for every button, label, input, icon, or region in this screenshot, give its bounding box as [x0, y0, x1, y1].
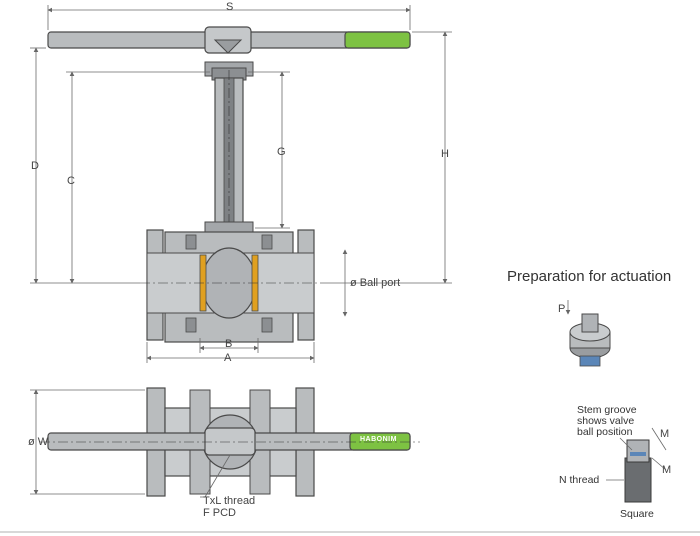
top-handle-grip: [349, 432, 411, 451]
square-stem-detail: [606, 427, 667, 503]
handle-brand: HABONIM: [360, 436, 397, 443]
pcd-label: F PCD: [203, 507, 236, 519]
ball-port-label: ø Ball port: [350, 277, 401, 289]
dim-B-label: B: [225, 338, 233, 350]
dim-A-label: A: [224, 352, 232, 364]
dim-D-label: D: [31, 160, 39, 172]
stem-groove-line3: ball position: [577, 426, 633, 438]
ball: [201, 247, 257, 319]
n-thread-label: N thread: [559, 474, 600, 486]
dim-G-label: G: [277, 146, 286, 158]
stem-groove-line2: shows valve: [577, 415, 635, 427]
actuation-stem-detail: [565, 300, 611, 367]
front-view: [47, 26, 411, 343]
dim-W-label: ø W: [28, 436, 49, 448]
dim-S-label: S: [226, 1, 234, 13]
stem-groove-line1: Stem groove: [577, 404, 637, 416]
top-view: [40, 387, 420, 497]
handle-grip: [344, 31, 411, 49]
dim-H-label: H: [441, 148, 449, 160]
dim-C-label: C: [67, 175, 75, 187]
dim-M2-label: M: [662, 464, 672, 476]
dim-M1-label: M: [660, 428, 670, 440]
square-label: Square: [620, 508, 654, 520]
dim-P-label: P: [558, 303, 566, 315]
dimension-lines-front: [30, 5, 452, 363]
thread-label: TxL thread: [203, 495, 256, 507]
actuation-title: Preparation for actuation: [507, 268, 672, 285]
dimension-lines-top: [30, 389, 231, 498]
